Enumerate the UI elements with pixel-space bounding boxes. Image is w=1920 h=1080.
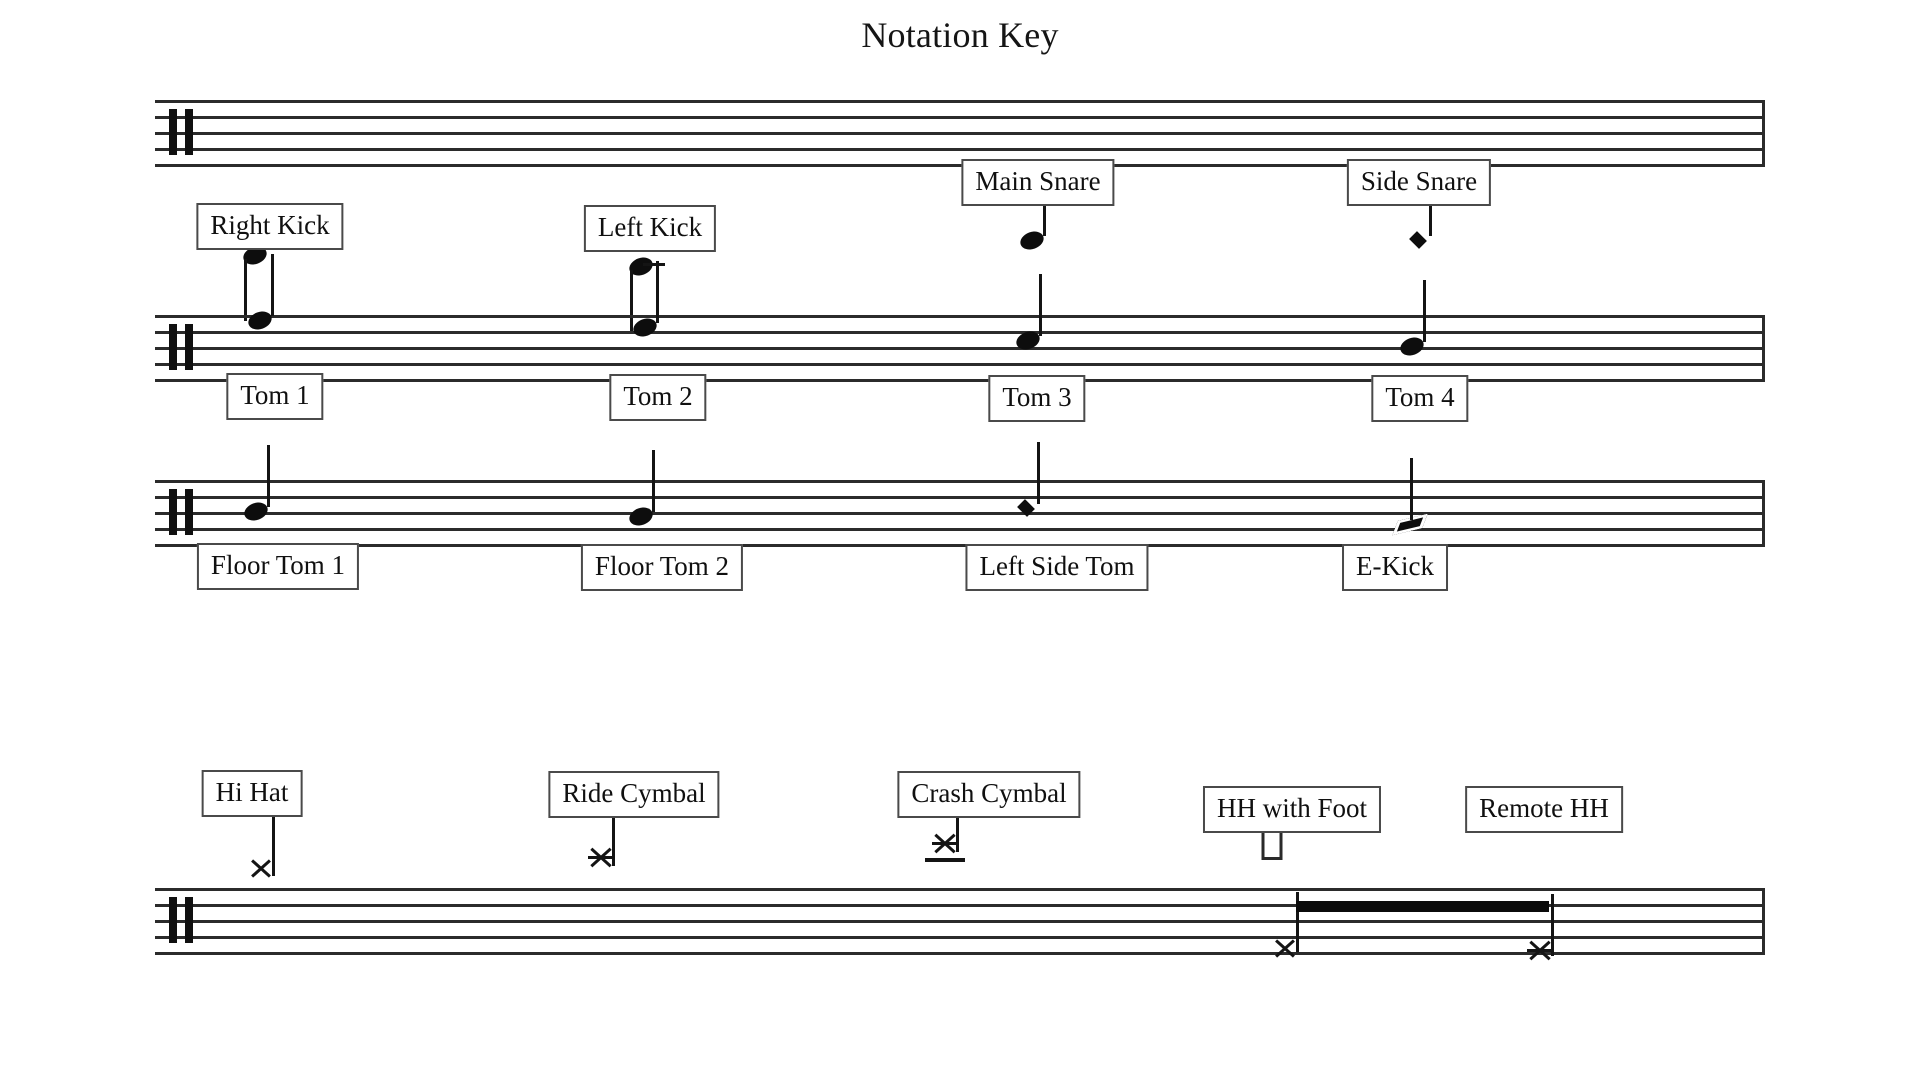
drum-clef-icon — [169, 109, 195, 155]
staff-end-barline — [1762, 315, 1765, 382]
staff-line — [155, 936, 1765, 939]
staff-line — [155, 363, 1765, 366]
label-main-snare: Main Snare — [961, 159, 1115, 206]
label-tom-2: Tom 2 — [609, 374, 707, 421]
staff-line — [155, 544, 1765, 547]
staff-end-barline — [1762, 100, 1765, 167]
label-tom-4: Tom 4 — [1371, 375, 1469, 422]
staff-line — [155, 888, 1765, 891]
note-stem — [1423, 280, 1426, 342]
drum-clef-icon — [169, 897, 195, 943]
staff-4 — [155, 888, 1765, 955]
staff-line — [155, 148, 1765, 151]
label-tom-1: Tom 1 — [226, 373, 324, 420]
staff-line — [155, 164, 1765, 167]
staff-line — [155, 480, 1765, 483]
note-stem — [630, 270, 633, 332]
asterisk-notehead-icon — [932, 830, 958, 856]
label-tom-3: Tom 3 — [988, 375, 1086, 422]
label-left-side-tom: Left Side Tom — [965, 544, 1149, 591]
note-stem — [612, 804, 615, 866]
x-notehead-icon — [1273, 936, 1297, 960]
label-floor-tom-1: Floor Tom 1 — [196, 543, 360, 590]
note-stem — [1551, 894, 1554, 956]
staff-line — [155, 952, 1765, 955]
note-stem — [271, 254, 274, 316]
staff-1 — [155, 100, 1765, 167]
diamond-notehead-icon — [1409, 231, 1427, 249]
beam-hh-pair — [1296, 901, 1549, 912]
staff-line — [155, 347, 1765, 350]
staff-2 — [155, 315, 1765, 382]
note-stem — [1410, 458, 1413, 520]
staff-line — [155, 512, 1765, 515]
label-floor-tom-2: Floor Tom 2 — [580, 544, 744, 591]
ledger-line-icon — [925, 858, 965, 862]
label-crash-cymbal: Crash Cymbal — [897, 771, 1081, 818]
drum-clef-icon — [169, 324, 195, 370]
staff-line — [155, 920, 1765, 923]
staff-line — [155, 379, 1765, 382]
staff-line — [155, 315, 1765, 318]
staff-line — [155, 132, 1765, 135]
note-stem — [956, 790, 959, 852]
drum-clef-icon — [169, 489, 195, 535]
page-title: Notation Key — [861, 15, 1059, 55]
note-stem — [656, 261, 659, 323]
label-ride-cymbal: Ride Cymbal — [548, 771, 720, 818]
note-stem — [1296, 892, 1299, 952]
note-stem — [1037, 442, 1040, 504]
staff-3 — [155, 480, 1765, 547]
note-stem — [272, 814, 275, 876]
filled-notehead-icon — [1017, 228, 1047, 253]
staff-line — [155, 100, 1765, 103]
staff-end-barline — [1762, 480, 1765, 547]
label-left-kick: Left Kick — [583, 205, 717, 252]
staff-line — [155, 116, 1765, 119]
x-notehead-icon — [249, 856, 273, 880]
note-stem — [244, 259, 247, 321]
label-hi-hat: Hi Hat — [201, 770, 303, 817]
note-stem — [267, 445, 270, 507]
staff-line — [155, 331, 1765, 334]
staff-line — [155, 528, 1765, 531]
ledger-tick-icon — [643, 263, 665, 266]
label-e-kick: E-Kick — [1342, 544, 1448, 591]
note-stem — [652, 450, 655, 512]
label-hh-with-foot: HH with Foot — [1202, 786, 1382, 833]
asterisk-notehead-icon — [588, 844, 614, 870]
label-side-snare: Side Snare — [1346, 159, 1492, 206]
staff-line — [155, 904, 1765, 907]
label-remote-hh: Remote HH — [1465, 786, 1623, 833]
asterisk-notehead-icon — [1527, 937, 1553, 963]
staff-line — [155, 496, 1765, 499]
staff-end-barline — [1762, 888, 1765, 955]
note-stem — [1039, 274, 1042, 336]
label-right-kick: Right Kick — [196, 203, 344, 250]
